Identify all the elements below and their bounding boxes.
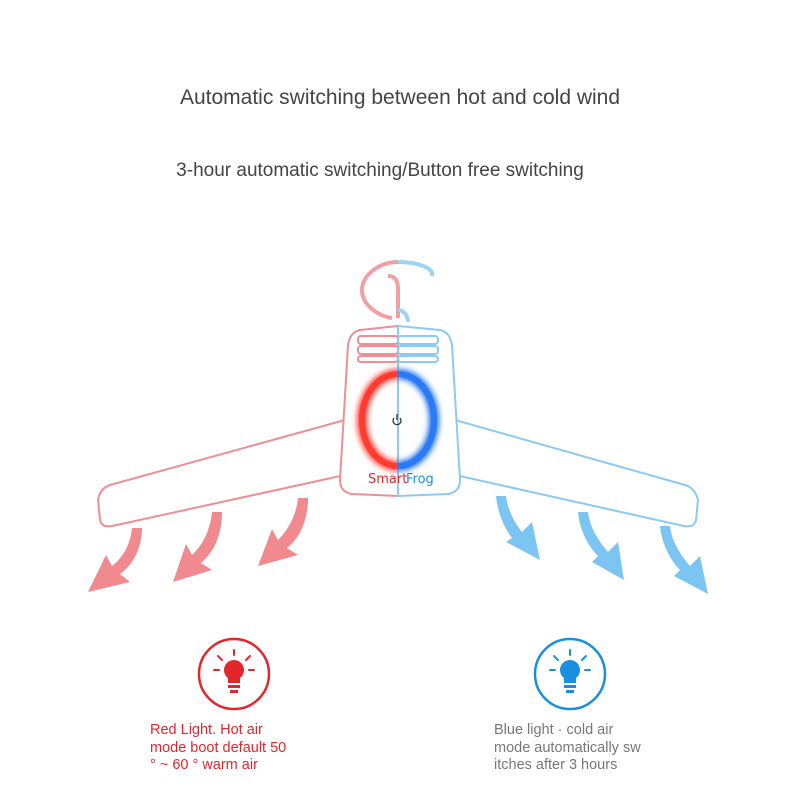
page-subtitle: 3-hour automatic switching/Button free s… (176, 160, 584, 181)
cold-air-arrows (496, 496, 708, 594)
hanger-hook (359, 260, 435, 323)
cold-mode-caption: Blue light · cold air mode automatically… (494, 722, 654, 775)
hanger-arm-right (454, 418, 700, 528)
red-bulb-icon (197, 637, 271, 711)
hot-mode-line-1: Red Light. Hot air (150, 722, 263, 738)
brand-logo-right: Frog (406, 472, 434, 487)
cold-mode-line-1: Blue light · cold air (494, 722, 614, 738)
hot-arrow-1 (88, 528, 142, 592)
cold-arrow-2 (578, 512, 624, 580)
brand-logo-left: Smart (368, 472, 407, 487)
hanger-arm-left (96, 418, 346, 528)
cold-arrow-3 (660, 526, 708, 594)
hot-mode-line-2: mode boot default 50 (150, 739, 287, 756)
hot-mode-line-3: ° ~ 60 ° warm air (150, 757, 258, 773)
hot-arrow-2 (173, 512, 222, 582)
blue-bulb-icon (533, 637, 607, 711)
cold-arrow-1 (496, 496, 540, 560)
hot-air-arrows (88, 498, 308, 592)
page-title: Automatic switching between hot and cold… (179, 86, 621, 109)
mode-ring (357, 369, 439, 471)
hot-mode-caption: Red Light. Hot air mode boot default 50 … (150, 722, 310, 775)
hot-arrow-3 (258, 498, 308, 566)
cold-mode-line-3: itches after 3 hours (494, 757, 618, 773)
hanger-body-left (338, 324, 399, 498)
cold-mode-line-2: mode automatically sw (494, 739, 641, 756)
